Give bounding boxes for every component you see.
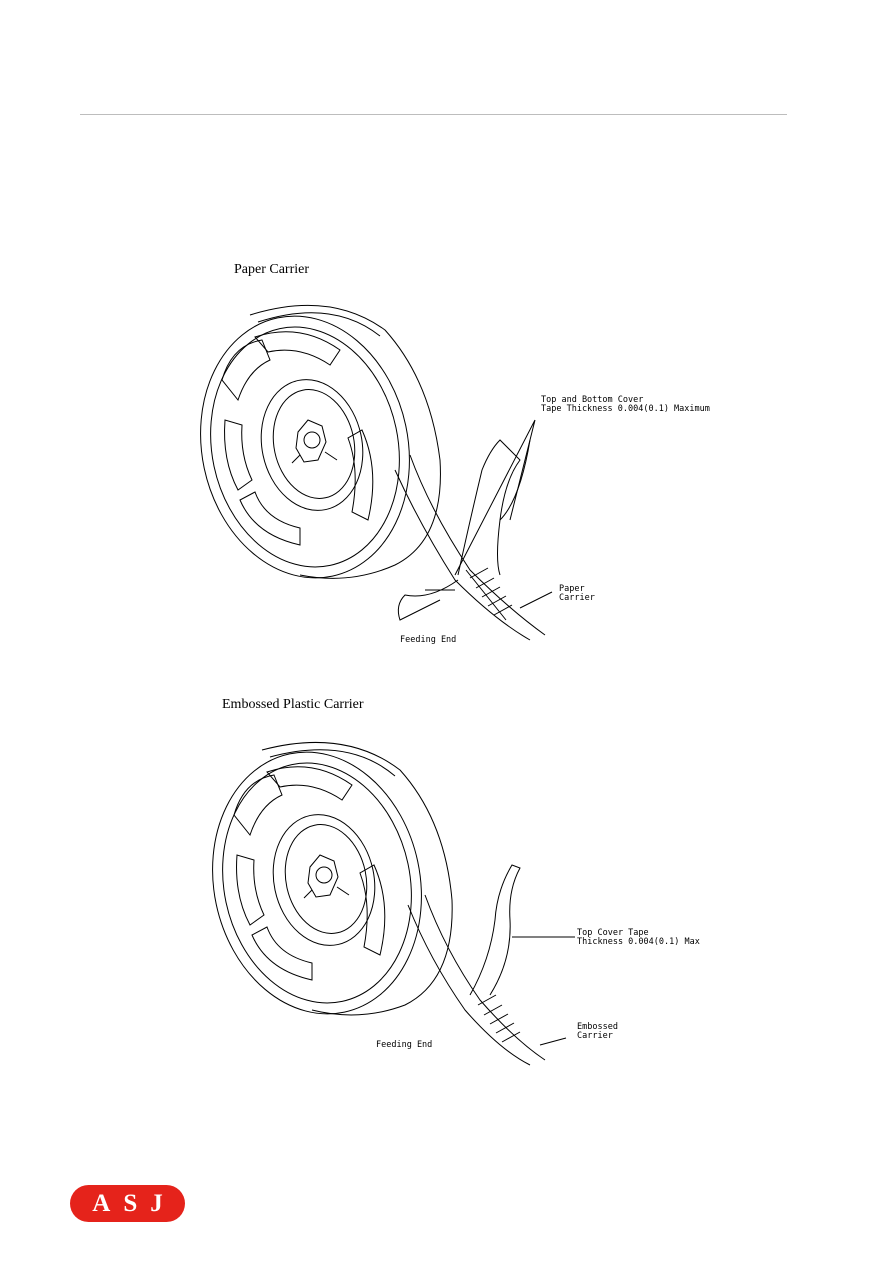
paper-carrier-tape [394,419,553,641]
figure1-title: Paper Carrier [234,262,310,277]
figure2-carrier-label-2: Carrier [577,1031,613,1041]
figure1-cover-label-2: Tape Thickness 0.004(0.1) Maximum [541,404,710,414]
figure1-carrier-label-2: Carrier [559,593,595,603]
embossed-carrier-reel [212,742,453,1016]
figure1-cover-label-1: Top and Bottom Cover [541,395,643,405]
figure1-carrier-label-1: Paper [559,584,585,594]
asj-logo: ASJ [70,1185,185,1222]
figure1-feeding-end: Feeding End [400,635,456,645]
asj-logo-text: ASJ [92,1189,176,1217]
figure2-feeding-end: Feeding End [376,1040,432,1050]
figure2-carrier-label-1: Embossed [577,1022,618,1032]
paper-carrier-reel [200,304,441,579]
embossed-carrier-tape [407,864,575,1066]
figure2-cover-label-1: Top Cover Tape [577,928,649,938]
header-rule [80,114,787,115]
figure2-cover-label-2: Thickness 0.004(0.1) Max [577,937,700,947]
figure2-title: Embossed Plastic Carrier [222,697,364,712]
